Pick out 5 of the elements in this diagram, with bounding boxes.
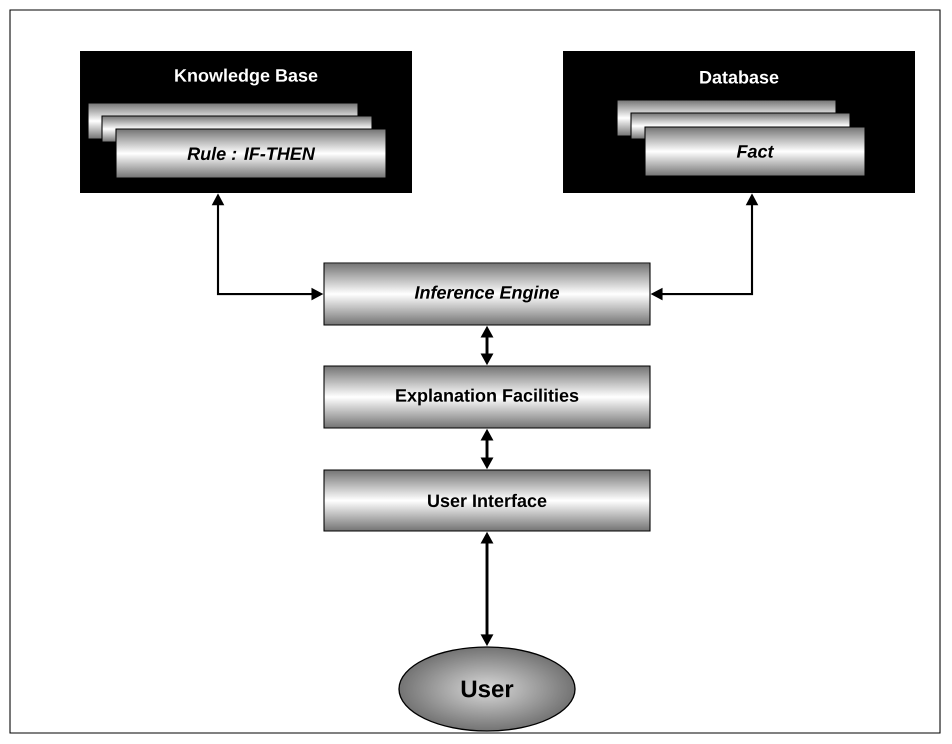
card: Rule : IF-THEN (115, 128, 387, 179)
process-box: User Interface (323, 469, 651, 532)
card: Fact (644, 126, 866, 177)
process-box: Explanation Facilities (323, 365, 651, 429)
process-box: Inference Engine (323, 262, 651, 326)
